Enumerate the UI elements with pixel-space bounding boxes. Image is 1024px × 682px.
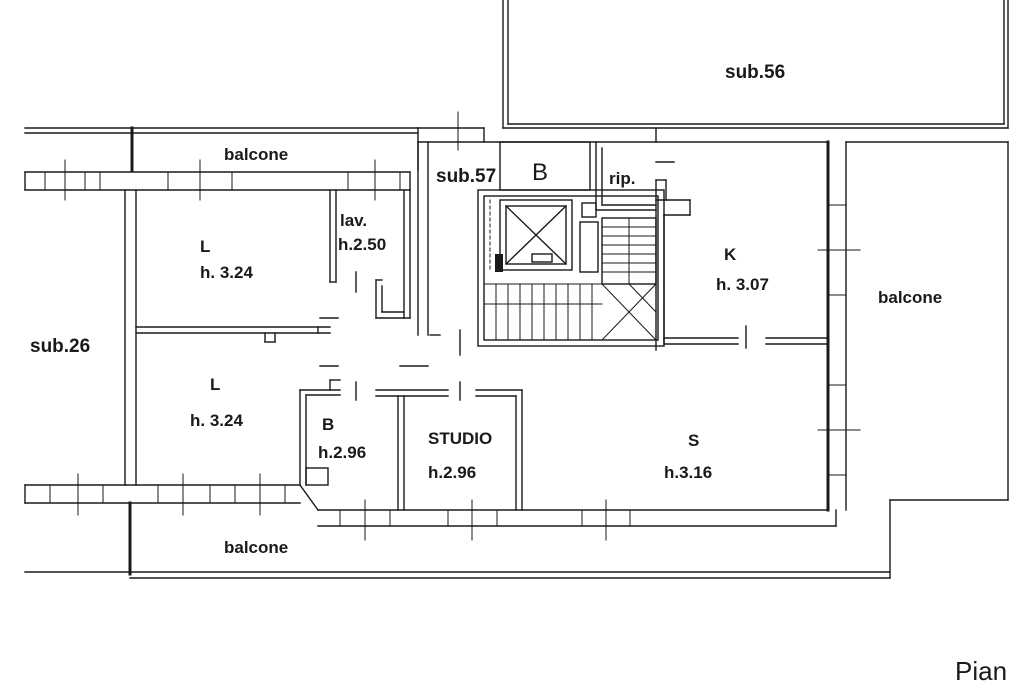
label-rip: rip. (609, 169, 635, 188)
windows-right (817, 204, 861, 476)
label-sub26: sub.26 (30, 336, 90, 357)
label-l2-name: L (210, 375, 220, 394)
elevator-door-icon (495, 254, 503, 272)
label-balcone-top: balcone (224, 145, 288, 164)
label-balcone-bottom: balcone (224, 538, 288, 557)
label-lav-height: h.2.50 (338, 235, 386, 254)
label-sub56: sub.56 (725, 62, 785, 83)
exterior-walls (24, 140, 837, 527)
room-labels: sub.56 sub.57 B rip. balcone lav. h.2.50… (30, 62, 1007, 682)
label-s-height: h.3.16 (664, 463, 712, 482)
label-l1-height: h. 3.24 (200, 263, 253, 282)
balcony-bottom (24, 501, 891, 579)
label-l1-name: L (200, 237, 210, 256)
label-b-name: B (322, 415, 334, 434)
stair-core (477, 189, 665, 347)
label-sub57: sub.57 (436, 166, 496, 187)
interior-walls (135, 141, 829, 511)
label-balcone-right: balcone (878, 288, 942, 307)
label-l2-height: h. 3.24 (190, 411, 243, 430)
balcony-top (24, 126, 657, 172)
label-k-name: K (724, 245, 737, 264)
label-studio-name: STUDIO (428, 429, 492, 448)
windows-top (44, 111, 459, 201)
windows-bottom (49, 473, 631, 541)
balcony-right (845, 141, 1009, 579)
label-s-name: S (688, 431, 699, 450)
label-k-height: h. 3.07 (716, 275, 769, 294)
label-lav-name: lav. (340, 211, 367, 230)
unit-sub56-outline (502, 0, 1009, 129)
label-b-height: h.2.96 (318, 443, 366, 462)
label-corner-text: Pian (955, 656, 1007, 682)
label-stair-block: B (532, 159, 548, 186)
label-studio-height: h.2.96 (428, 463, 476, 482)
